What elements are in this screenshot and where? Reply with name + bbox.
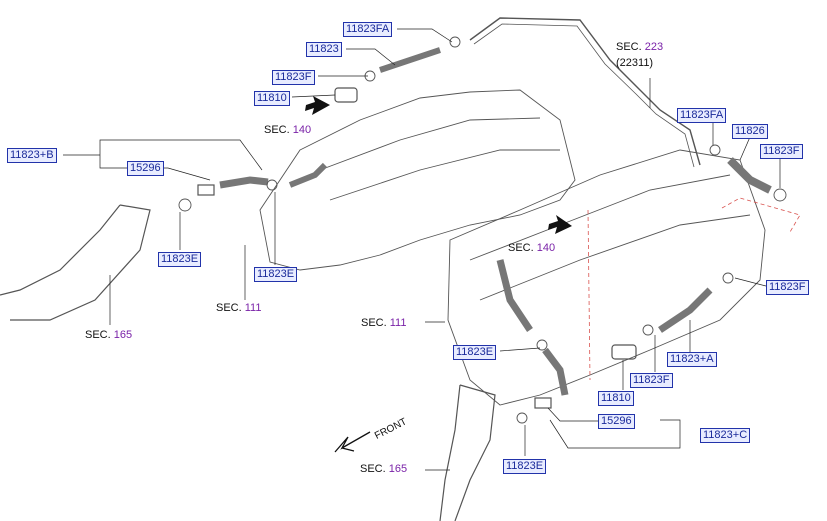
section-word: SEC.	[616, 41, 642, 53]
leader-15296-b	[547, 407, 598, 422]
section-number: 223	[644, 41, 664, 53]
arrow-sec-140-b-icon	[548, 215, 572, 234]
clamp-lower-4	[516, 412, 528, 424]
part-label-11823[interactable]: 11823	[306, 42, 342, 57]
clamp-right-1	[709, 144, 721, 156]
section-ref-111-lower[interactable]: SEC. 111	[361, 317, 406, 330]
section-number: 140	[536, 242, 556, 254]
hose-11823A	[658, 287, 713, 333]
part-label-11823A[interactable]: 11823+A	[667, 352, 717, 367]
section-number: 140	[292, 124, 312, 136]
section-ref-140-upper[interactable]: SEC. 140	[264, 124, 311, 137]
section-number: 165	[388, 463, 408, 475]
section-word: SEC.	[216, 302, 242, 314]
hose-lower-left	[496, 259, 533, 332]
section-word: SEC.	[264, 124, 290, 136]
arrow-sec-140-a-icon	[305, 96, 330, 115]
part-label-11823F-right[interactable]: 11823F	[760, 144, 803, 159]
section-ref-140-lower[interactable]: SEC. 140	[508, 242, 555, 255]
section-word: SEC.	[85, 329, 111, 341]
section-223-subref: (22311)	[616, 57, 654, 69]
lower-engine-ridge-2	[479, 214, 751, 301]
leader-11823E-c	[499, 347, 541, 352]
front-arrow-icon	[334, 431, 371, 453]
hose-11826	[727, 157, 772, 194]
part-label-11823E-mid[interactable]: 11823E	[254, 267, 298, 282]
leader-11823F-c	[734, 277, 767, 287]
part-label-15296-lower[interactable]: 15296	[598, 414, 635, 429]
clamp-lower-3	[536, 339, 548, 351]
clamp-right-2	[773, 188, 787, 202]
upper-hose-11823	[379, 47, 441, 73]
clamp-upper-3	[449, 36, 461, 48]
spring-15296-upper	[197, 184, 215, 196]
upper-engine-ridge	[319, 117, 541, 171]
arrow-icon	[305, 96, 572, 234]
part-label-11823F-lower-right[interactable]: 11823F	[766, 280, 809, 295]
clamp-lower-1	[722, 272, 734, 284]
section-ref-165-lower[interactable]: SEC. 165	[360, 463, 407, 476]
clamp-lower-2	[642, 324, 654, 336]
dashed-boundary	[587, 197, 801, 381]
part-label-11823FA-upper[interactable]: 11823FA	[343, 22, 393, 37]
upper-hose-right	[288, 162, 328, 188]
crossover-pipe-inner	[473, 23, 695, 168]
section-word: SEC.	[360, 463, 386, 475]
air-duct-lower	[439, 384, 496, 521]
valve-11810-upper	[334, 87, 358, 103]
part-label-11823E-lower[interactable]: 11823E	[453, 345, 497, 360]
hose-lower-15296	[542, 347, 569, 396]
part-label-11823E-left[interactable]: 11823E	[158, 252, 202, 267]
part-label-11810-upper[interactable]: 11810	[254, 91, 290, 106]
lower-engine-outline	[447, 149, 766, 406]
clamp-upper-1	[178, 198, 192, 212]
section-ref-111-upper[interactable]: SEC. 111	[216, 302, 261, 315]
part-label-11823B[interactable]: 11823+B	[7, 148, 57, 163]
clamp-upper-2	[266, 179, 278, 191]
leader-11823	[346, 48, 396, 66]
leader-11810-a	[291, 94, 336, 98]
spring-15296-lower	[534, 397, 552, 409]
leader-11823C	[549, 419, 681, 449]
part-label-11823E-bottom[interactable]: 11823E	[503, 459, 547, 474]
section-word: SEC.	[361, 317, 387, 329]
leader-11823FA-a	[397, 28, 453, 43]
section-ref-223[interactable]: SEC. 223	[616, 41, 663, 54]
upper-hose-left	[219, 176, 269, 189]
part-label-11823F-upper[interactable]: 11823F	[272, 70, 315, 85]
part-label-11823C[interactable]: 11823+C	[700, 428, 751, 443]
part-label-11823F-lower[interactable]: 11823F	[630, 373, 673, 388]
upper-engine-ridge-2	[329, 149, 560, 201]
section-number: 111	[244, 302, 262, 314]
section-word: SEC.	[508, 242, 534, 254]
valve-11810-lower	[611, 344, 637, 360]
part-label-11823FA-right[interactable]: 11823FA	[677, 108, 727, 123]
part-label-11810-lower[interactable]: 11810	[598, 391, 634, 406]
crossover-pipe	[469, 17, 701, 166]
section-ref-165-upper[interactable]: SEC. 165	[85, 329, 132, 342]
section-number: 165	[113, 329, 133, 341]
air-duct-left	[0, 204, 151, 321]
part-label-15296-upper[interactable]: 15296	[127, 161, 164, 176]
section-number: 111	[389, 317, 407, 329]
leader-11826	[739, 136, 751, 161]
part-label-11826[interactable]: 11826	[732, 124, 768, 139]
lower-engine-ridge	[469, 174, 731, 261]
